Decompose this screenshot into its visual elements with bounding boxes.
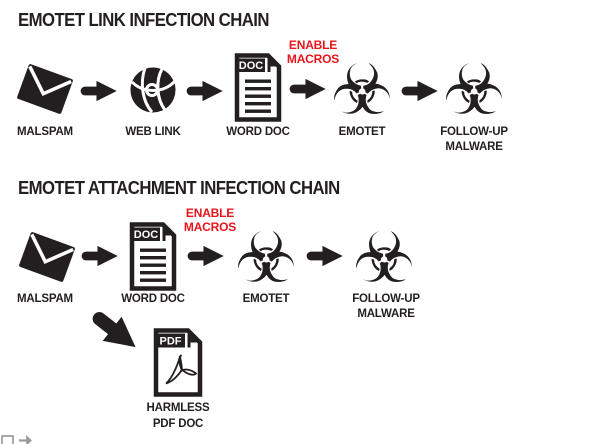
cropped-window-icon (1, 435, 14, 444)
envelope-icon (19, 232, 75, 282)
harmless-pdf-label-line1: HARMLESS (146, 402, 210, 414)
followup-label-line1: FOLLOW-UP (352, 293, 420, 305)
enable-macros-line2: MACROS (183, 220, 237, 234)
pdf-document-icon: PDF (153, 328, 203, 397)
arrow-icon (401, 80, 438, 102)
envelope-icon (17, 64, 73, 114)
arrow-icon (306, 245, 343, 267)
malspam-label: MALSPAM (17, 293, 73, 305)
biohazard-icon: ☣ (442, 49, 506, 131)
word-document-icon: DOC (129, 222, 177, 291)
enable-macros-line2: MACROS (286, 52, 340, 66)
enable-macros-note: ENABLE MACROS (170, 206, 250, 234)
enable-macros-line1: ENABLE (288, 38, 338, 52)
worddoc-label: WORD DOC (226, 126, 290, 138)
harmless-pdf-label-line2: PDF DOC (152, 418, 204, 430)
pdf-badge-label: PDF (160, 336, 182, 348)
biohazard-icon: ☣ (234, 217, 298, 299)
arrow-icon (187, 245, 224, 267)
emotet-label: EMOTET (242, 293, 290, 305)
emotet-label: EMOTET (338, 126, 386, 138)
followup-label-line1: FOLLOW-UP (440, 126, 508, 138)
globe-icon (130, 67, 177, 114)
followup-label-line2: MALWARE (445, 141, 503, 153)
followup-label-line2: MALWARE (357, 308, 415, 320)
arrow-icon (289, 78, 326, 100)
word-document-icon: DOC (234, 53, 282, 122)
enable-macros-line1: ENABLE (185, 206, 235, 220)
arrow-icon (186, 80, 223, 102)
arrow-icon (81, 245, 118, 267)
biohazard-icon: ☣ (352, 217, 416, 299)
worddoc-label: WORD DOC (121, 293, 185, 305)
weblink-label: WEB LINK (125, 126, 181, 138)
cropped-arrow-icon (19, 435, 32, 444)
doc-badge-label: DOC (239, 60, 264, 72)
enable-macros-note: ENABLE MACROS (273, 38, 353, 66)
link-chain-title: EMOTET LINK INFECTION CHAIN (18, 10, 269, 30)
arrow-icon (80, 80, 117, 102)
malspam-label: MALSPAM (17, 126, 73, 138)
biohazard-icon: ☣ (330, 49, 394, 131)
attachment-chain-title: EMOTET ATTACHMENT INFECTION CHAIN (18, 178, 340, 198)
diagonal-arrow-icon (92, 312, 136, 348)
cropped-toolbar-icons (1, 435, 32, 444)
doc-badge-label: DOC (134, 229, 159, 241)
